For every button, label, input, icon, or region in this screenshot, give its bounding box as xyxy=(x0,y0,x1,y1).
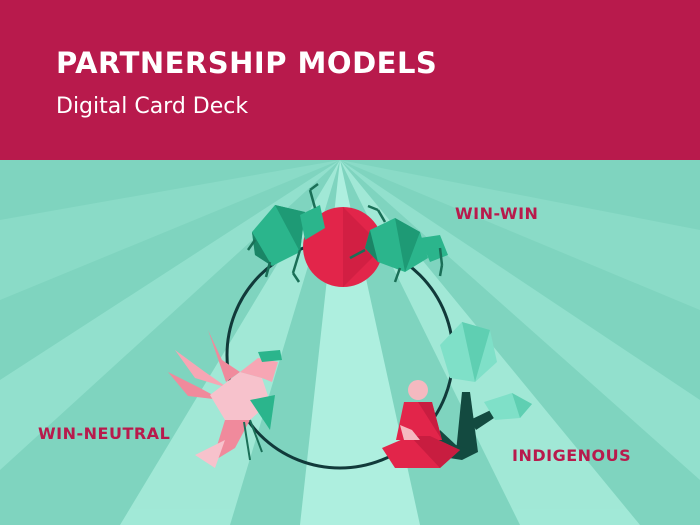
illustration-scene xyxy=(0,160,700,525)
label-indigenous: INDIGENOUS xyxy=(512,446,632,465)
meditating-figure-icon xyxy=(382,380,460,468)
beetle-left-icon xyxy=(246,183,325,283)
page-subtitle: Digital Card Deck xyxy=(56,94,249,119)
header-banner: PARTNERSHIP MODELS Digital Card Deck xyxy=(0,0,700,160)
label-win-neutral: WIN-NEUTRAL xyxy=(38,424,171,443)
bird-icon xyxy=(168,330,282,468)
page-title: PARTNERSHIP MODELS xyxy=(56,46,438,80)
label-win-win: WIN-WIN xyxy=(455,204,539,223)
beetle-right-icon xyxy=(349,204,448,283)
